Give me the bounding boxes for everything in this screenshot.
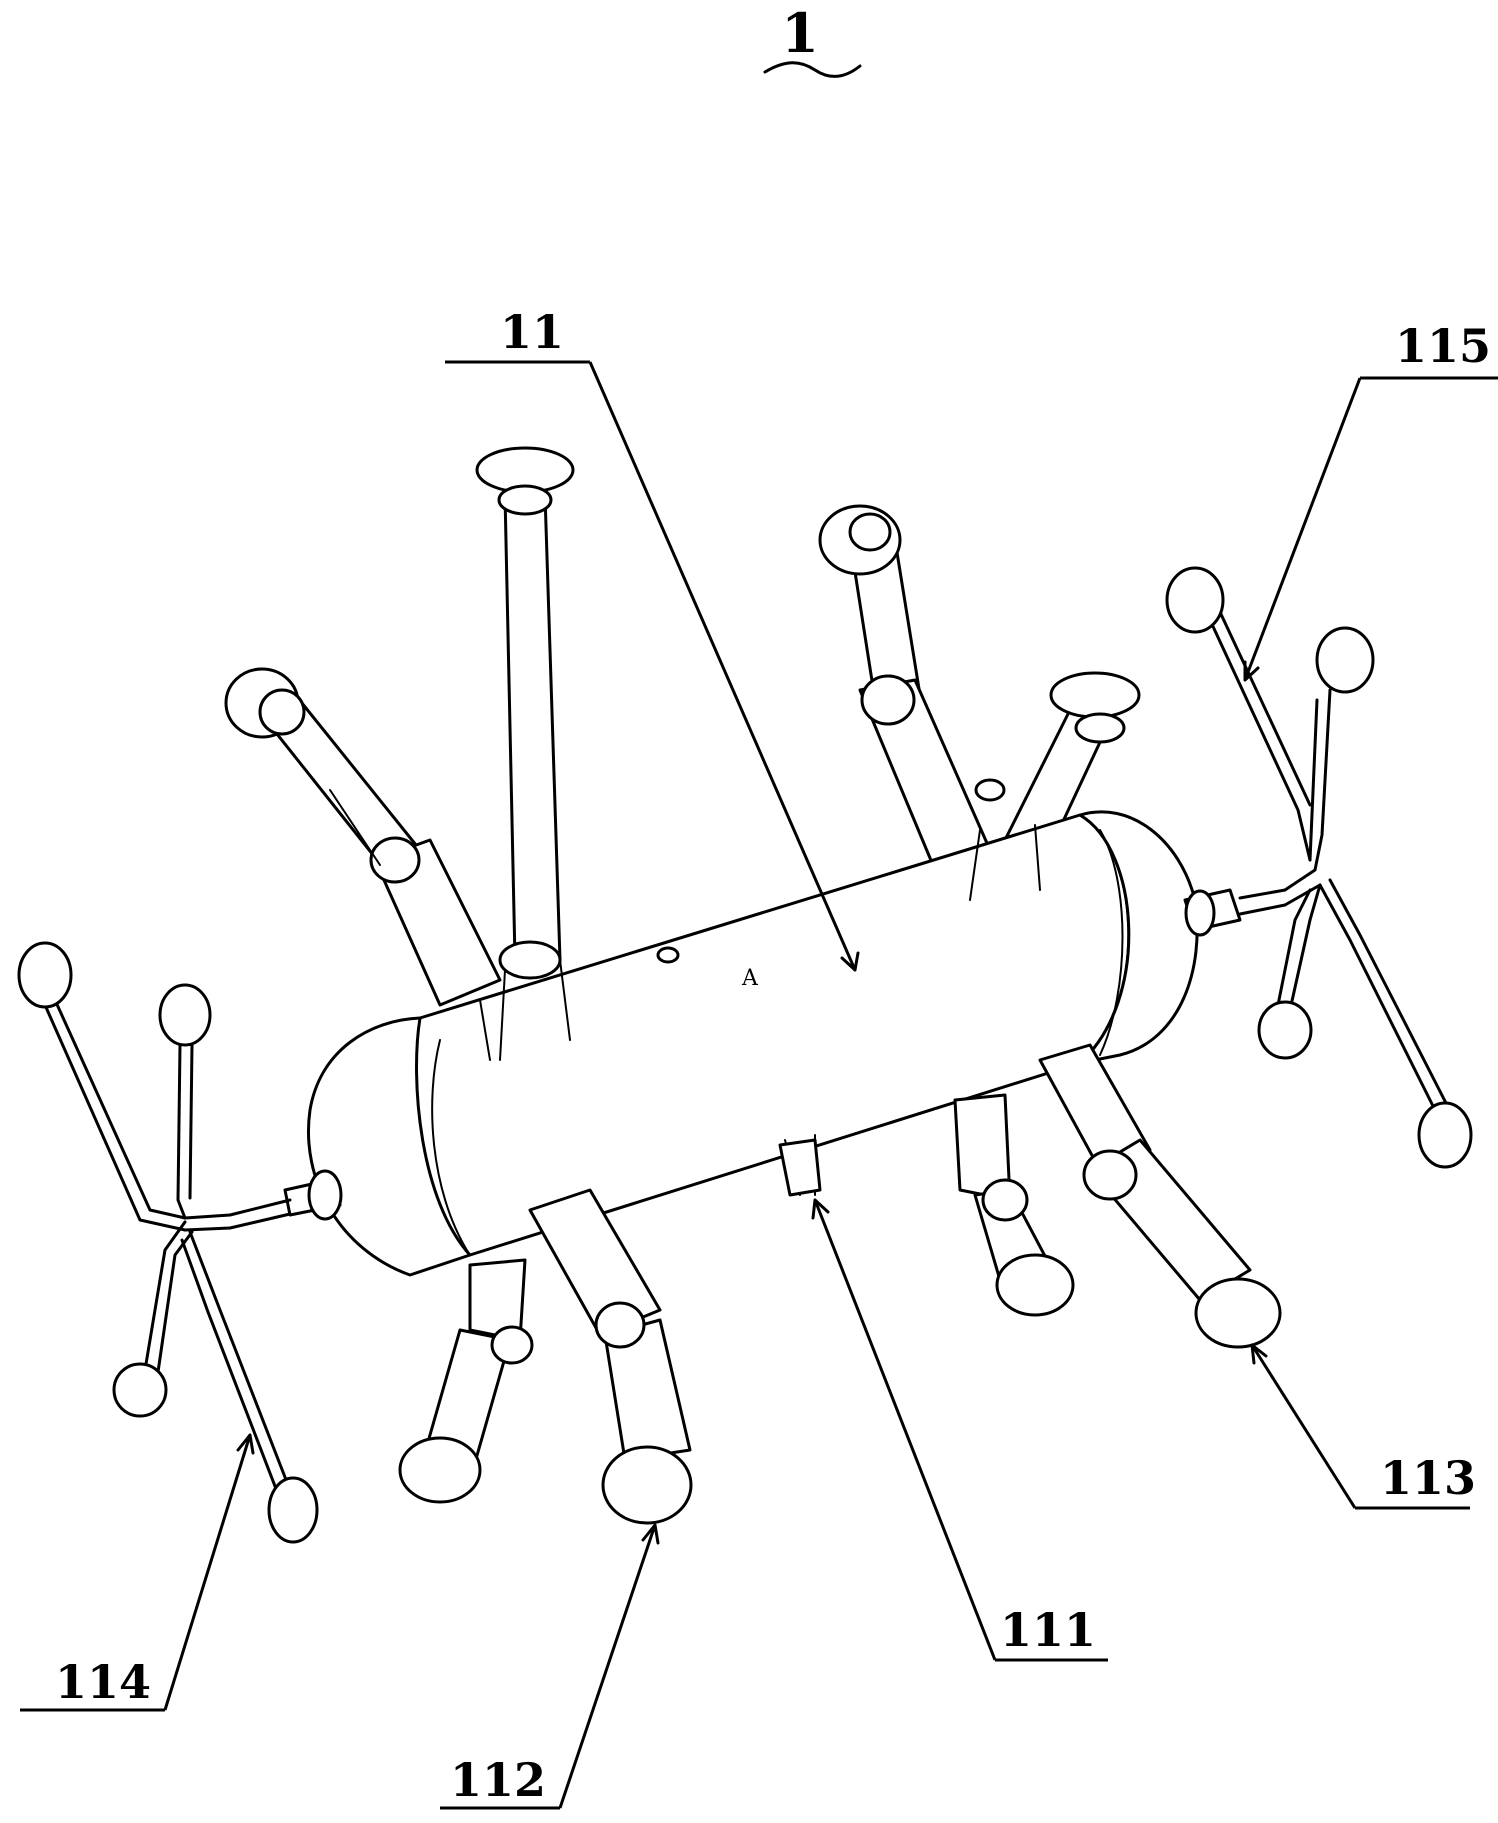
label-115: 115 xyxy=(1395,319,1491,373)
label-114: 114 xyxy=(55,1655,151,1709)
label-111: 111 xyxy=(1000,1603,1096,1657)
inner-mark: A xyxy=(741,966,759,991)
callout-11: 11 xyxy=(445,305,860,972)
lower-left-back-arm xyxy=(398,1258,534,1504)
figure-tilde xyxy=(763,61,862,78)
label-113: 113 xyxy=(1380,1451,1476,1505)
tank-body: A xyxy=(307,810,1199,1277)
lower-right-back-arm xyxy=(953,1093,1075,1317)
label-112: 112 xyxy=(450,1753,546,1807)
lower-right-arm xyxy=(1038,1043,1282,1349)
callout-113: 113 xyxy=(1250,1343,1476,1510)
bottom-pipe xyxy=(778,1138,822,1197)
callout-111: 111 xyxy=(811,1198,1108,1662)
arm-stubs xyxy=(479,824,1041,1196)
upper-right-arm xyxy=(818,504,992,872)
right-branch-pipe xyxy=(1165,566,1473,1169)
upper-left-arm xyxy=(224,667,502,1007)
callout-114: 114 xyxy=(20,1433,255,1712)
upper-left-spout xyxy=(475,446,575,980)
lower-left-arm xyxy=(528,1188,693,1525)
left-branch-pipe xyxy=(17,941,343,1544)
upper-right-spout xyxy=(974,671,1141,878)
figure-number: 1 xyxy=(781,1,819,65)
label-11: 11 xyxy=(500,305,564,359)
callout-115: 115 xyxy=(1243,319,1498,682)
callout-112: 112 xyxy=(440,1523,660,1810)
